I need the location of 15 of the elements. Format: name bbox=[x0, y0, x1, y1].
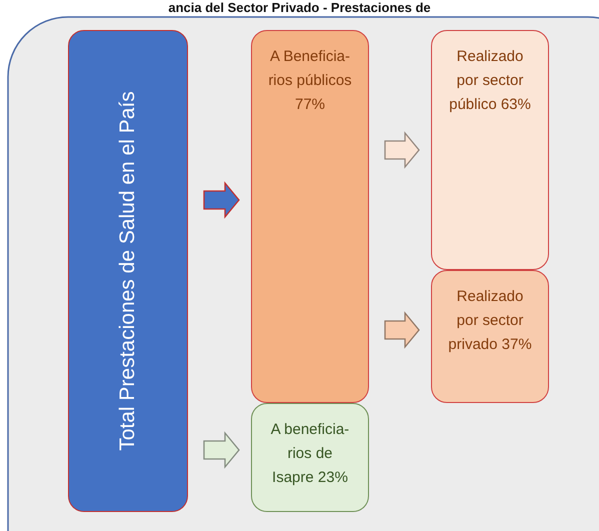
box-label: A beneficia- rios de Isapre 23% bbox=[270, 420, 350, 488]
isapre-beneficiaries-box bbox=[251, 403, 369, 512]
title: ancia del Sector Privado - Prestaciones de bbox=[167, 0, 432, 16]
private-sector-box bbox=[431, 270, 549, 403]
total-box bbox=[68, 30, 188, 512]
block-arrow bbox=[203, 181, 240, 219]
box-label: Realizado por sector público 63% bbox=[448, 47, 532, 115]
public-sector-box bbox=[431, 30, 549, 270]
box-label: Total Prestaciones de Salud en el País bbox=[116, 91, 140, 451]
block-arrow bbox=[384, 131, 420, 169]
public-beneficiaries-box bbox=[251, 30, 369, 403]
block-arrow bbox=[203, 431, 240, 469]
block-arrow bbox=[384, 311, 420, 349]
box-label: Realizado por sector privado 37% bbox=[447, 287, 533, 355]
box-label: A Beneficia- rios públicos 77% bbox=[267, 47, 353, 115]
